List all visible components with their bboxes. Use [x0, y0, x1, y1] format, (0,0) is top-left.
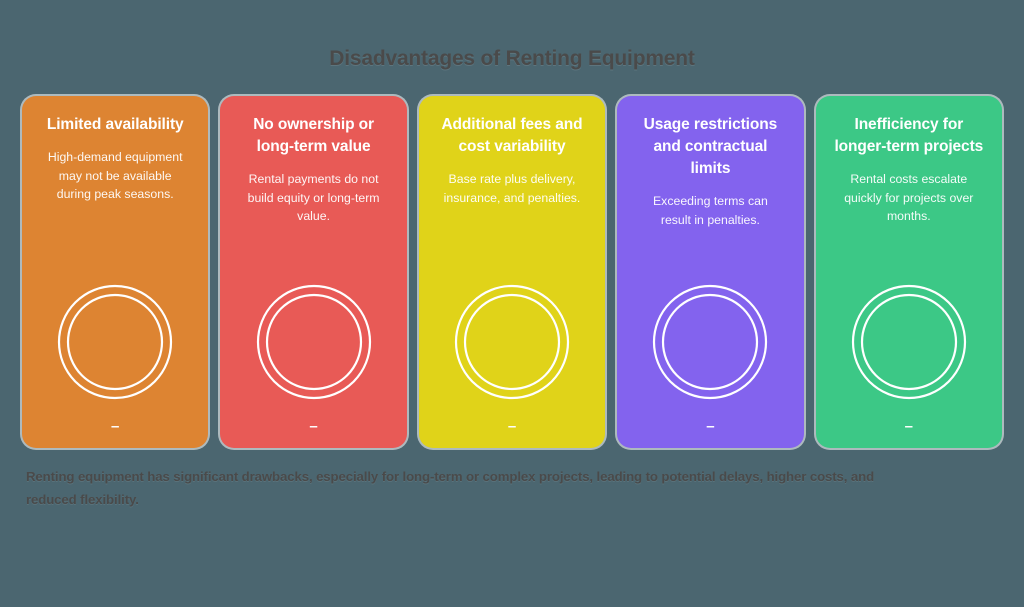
card-inefficiency-longer-term[interactable]: Inefficiency for longer-term projects Re…	[815, 96, 1003, 449]
card-body: Base rate plus delivery, insurance, and …	[443, 172, 581, 205]
double-ring-circle-icon	[849, 282, 969, 407]
card-dash: –	[507, 418, 517, 436]
card-heading: Usage restrictions and contractual limit…	[643, 116, 778, 178]
card-heading: Limited availability	[46, 116, 184, 134]
card-icon-wrap: –	[35, 282, 195, 438]
card-dash: –	[904, 418, 913, 436]
double-ring-circle-icon	[452, 282, 572, 407]
card-heading: No ownership or long-term value	[253, 116, 374, 156]
card-additional-fees[interactable]: Additional fees and cost variability Bas…	[418, 96, 606, 449]
card-body: Rental payments do not build equity or l…	[247, 172, 380, 224]
summary-caption: Renting equipment has significant drawba…	[26, 469, 875, 507]
double-ring-circle-icon	[650, 282, 770, 407]
card-body: High-demand equipment may not be availab…	[47, 150, 183, 202]
card-icon-wrap: –	[233, 282, 393, 438]
card-dash: –	[309, 418, 318, 436]
card-heading: Inefficiency for longer-term projects	[834, 116, 984, 156]
card-no-ownership[interactable]: No ownership or long-term value Rental p…	[220, 96, 407, 449]
card-icon-wrap: –	[432, 282, 592, 438]
card-icon-wrap: –	[829, 282, 989, 438]
card-limited-availability[interactable]: Limited availability High-demand equipme…	[21, 96, 209, 449]
card-usage-restrictions[interactable]: Usage restrictions and contractual limit…	[617, 96, 804, 449]
page-title: Disadvantages of Renting Equipment	[329, 47, 695, 70]
card-heading: Additional fees and cost variability	[441, 116, 583, 156]
card-icon-wrap: –	[630, 282, 790, 438]
card-body: Exceeding terms can result in penalties.	[652, 194, 768, 227]
card-row: Limited availability High-demand equipme…	[0, 96, 1024, 449]
card-dash: –	[706, 418, 715, 436]
double-ring-circle-icon	[254, 282, 374, 407]
card-body: Rental costs escalate quickly for projec…	[844, 172, 974, 224]
double-ring-circle-icon	[55, 282, 175, 407]
card-dash: –	[111, 418, 120, 436]
